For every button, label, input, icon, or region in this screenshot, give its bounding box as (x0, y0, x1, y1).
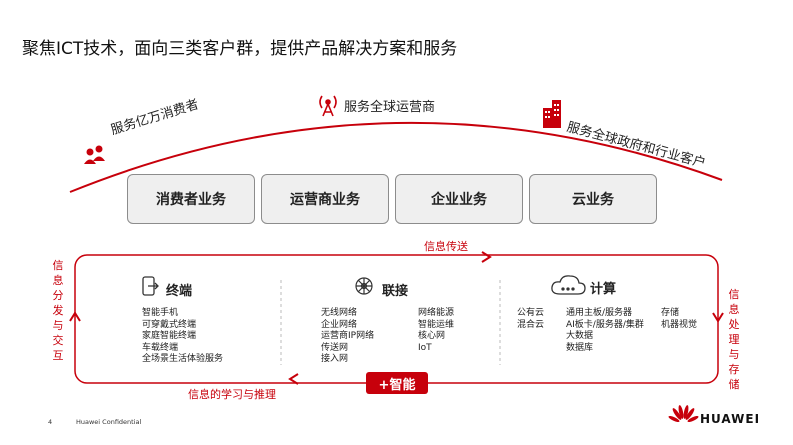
phone-icon (142, 276, 159, 296)
list-item: 公有云 (517, 308, 545, 318)
page-number: 4 (48, 418, 53, 426)
list-item: 传送网 (321, 342, 349, 353)
list-item: AI板卡/服务器/集群 (566, 319, 644, 330)
list-item: 无线网络 (321, 308, 358, 318)
confidential-label: Huawei Confidential (76, 418, 142, 426)
list-item: 运营商IP网络 (321, 331, 375, 341)
connect-list-right: 网络能源 智能运维 核心网 IoT (418, 308, 454, 354)
list-item: 家庭智能终端 (142, 331, 197, 341)
list-item: 通用主板/服务器 (566, 308, 633, 318)
list-item: 大数据 (566, 331, 594, 341)
list-item: IoT (418, 342, 432, 353)
compute-list-hardware: 通用主板/服务器 AI板卡/服务器/集群 大数据 数据库 (566, 308, 644, 354)
compute-list-cloud: 公有云 混合云 (517, 308, 544, 331)
arc-line (69, 121, 723, 193)
cloud-icon (551, 275, 586, 295)
arc-label-carriers: 服务全球运营商 (344, 100, 436, 115)
arrow-down-icon (712, 312, 724, 323)
brand-name: HUAWEI (700, 412, 761, 426)
list-item: 存储 (661, 308, 680, 318)
tower-icon (319, 95, 337, 117)
list-item: 企业网络 (321, 319, 358, 330)
list-item: 接入网 (321, 354, 349, 364)
huawei-logo-icon (668, 405, 699, 423)
list-item: 智能手机 (142, 308, 179, 318)
column-title-connect: 联接 (382, 284, 409, 299)
business-box-consumer: 消费者业务 (127, 174, 255, 224)
plus-intelligence-badge: +智能 (366, 372, 428, 394)
list-item: 混合云 (517, 319, 545, 330)
arrow-right-icon (481, 251, 492, 263)
column-title-terminal: 终端 (166, 284, 193, 299)
business-box-carrier: 运营商业务 (261, 174, 389, 224)
list-item: 智能运维 (418, 319, 455, 330)
business-box-cloud: 云业务 (529, 174, 657, 224)
list-item: 可穿戴式终端 (142, 319, 197, 330)
terminal-list: 智能手机 可穿戴式终端 家庭智能终端 车载终端 全场景生活体验服务 (142, 308, 223, 366)
building-icon (543, 100, 561, 128)
column-title-compute: 计算 (590, 282, 617, 297)
business-box-enterprise: 企业业务 (395, 174, 523, 224)
list-item: 网络能源 (418, 308, 455, 318)
page-title: 聚焦ICT技术，面向三类客户群，提供产品解决方案和服务 (22, 39, 458, 59)
arrow-left-icon (288, 373, 299, 385)
list-item: 全场景生活体验服务 (142, 354, 224, 364)
list-item: 数据库 (566, 342, 594, 353)
flow-label-distribute: 信息分发与交互 (52, 259, 64, 362)
consumers-icon (84, 145, 105, 164)
network-icon (355, 277, 373, 295)
flow-label-learning: 信息的学习与推理 (188, 388, 276, 401)
compute-list-storage: 存储 机器视觉 (661, 308, 697, 331)
connect-list-left: 无线网络 企业网络 运营商IP网络 传送网 接入网 (321, 308, 374, 366)
list-item: 机器视觉 (661, 319, 698, 330)
arrow-up-icon (69, 311, 81, 322)
list-item: 核心网 (418, 331, 446, 341)
flow-label-transmit: 信息传送 (424, 240, 468, 253)
flow-label-process: 信息处理与存储 (728, 288, 740, 391)
list-item: 车载终端 (142, 342, 179, 353)
